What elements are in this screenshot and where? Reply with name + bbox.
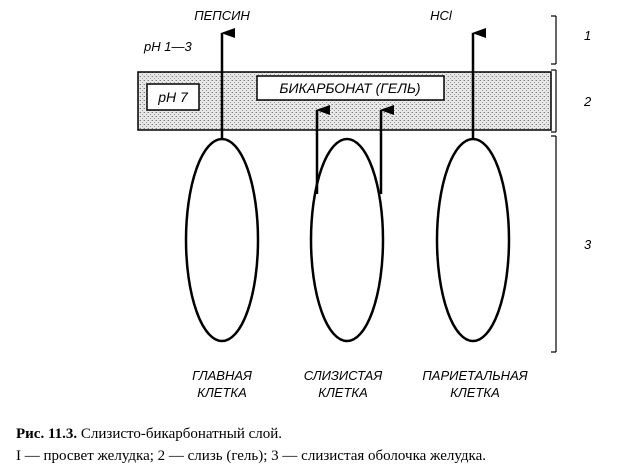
zone-brackets — [551, 15, 557, 353]
zone-3-number: 3 — [584, 237, 592, 252]
pepsin-label: ПЕПСИН — [194, 8, 250, 23]
chief-cell — [184, 137, 260, 343]
zone-1-number: 1 — [584, 28, 591, 43]
chief-cell-label-line2: КЛЕТКА — [197, 385, 247, 400]
bicarbonate-box — [256, 75, 445, 101]
mucous-cell-label-line1: СЛИЗИСТАЯ — [304, 368, 383, 383]
chief-cell-label-line1: ГЛАВНАЯ — [192, 368, 252, 383]
ph-mucus-label: pH 7 — [157, 89, 189, 105]
figure-caption-title: Рис. 11.3. Слизисто-бикарбонатный слой. — [16, 426, 282, 443]
parietal-cell-label-line2: КЛЕТКА — [450, 385, 500, 400]
figure-number: Рис. 11.3. — [16, 426, 78, 442]
ph-mucus-box — [146, 83, 200, 111]
figure-caption-legend: I — просвет желудка; 2 — слизь (гель); 3… — [16, 448, 487, 464]
zone-2-number: 2 — [583, 94, 592, 109]
ph-lumen-label: pH 1—3 — [143, 39, 192, 54]
mucous-cell-label-line2: КЛЕТКА — [318, 385, 368, 400]
bicarbonate-label: БИКАРБОНАТ (ГЕЛЬ) — [279, 80, 420, 96]
parietal-cell — [435, 137, 511, 343]
diagram-canvas: pH 7 БИКАРБОНАТ (ГЕЛЬ) ПЕПСИН HCl pH 1—3… — [137, 8, 592, 400]
parietal-cell-label-line1: ПАРИЕТАЛЬНАЯ — [422, 368, 527, 383]
hcl-label: HCl — [430, 8, 453, 23]
figure-title: Слизисто-бикарбонатный слой. — [80, 426, 283, 442]
mucous-cell — [309, 137, 385, 343]
